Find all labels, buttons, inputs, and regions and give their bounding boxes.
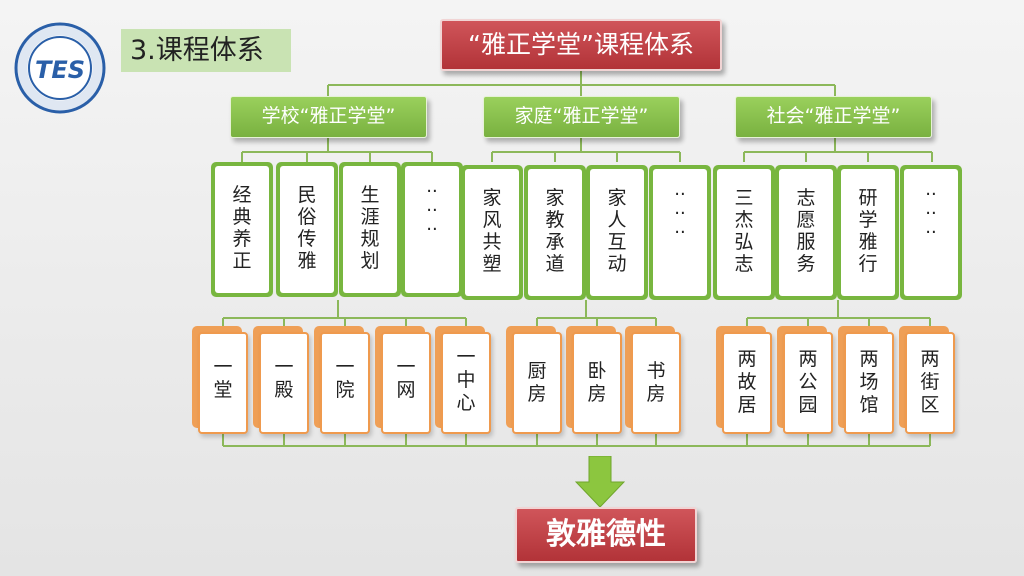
- subject-box: 民俗传雅: [276, 162, 338, 297]
- top-node: “雅正学堂”课程体系: [440, 19, 722, 71]
- subject-label: 家人互动: [607, 187, 627, 275]
- down-arrow-icon: [574, 455, 626, 512]
- category-school: 学校“雅正学堂”: [230, 96, 427, 138]
- subject-box: 经典养正: [211, 162, 273, 297]
- location-box: 厨房: [506, 326, 562, 434]
- school-logo: TES: [14, 22, 106, 118]
- location-box: 书房: [625, 326, 681, 434]
- location-label: 一网: [396, 356, 416, 401]
- location-label: 两公园: [798, 348, 818, 416]
- subject-ellipsis: ······: [426, 181, 438, 240]
- location-box: 一堂: [192, 326, 248, 434]
- subject-box: 家教承道: [524, 165, 586, 300]
- section-title: 3.课程体系: [121, 29, 291, 72]
- subject-label: 志愿服务: [796, 187, 816, 275]
- location-label: 卧房: [587, 360, 607, 405]
- location-box: 一殿: [253, 326, 309, 434]
- subject-label: 家教承道: [545, 187, 565, 275]
- logo-initials: TES: [35, 56, 85, 84]
- bottom-node: 敦雅德性: [515, 507, 697, 563]
- subject-ellipsis: ······: [925, 184, 937, 243]
- location-box: 一院: [314, 326, 370, 434]
- category-society: 社会“雅正学堂”: [735, 96, 932, 138]
- subject-label: 研学雅行: [858, 187, 878, 275]
- location-label: 一堂: [213, 356, 233, 401]
- subject-box: 家人互动: [586, 165, 648, 300]
- subject-label: 民俗传雅: [297, 184, 317, 272]
- location-label: 一院: [335, 356, 355, 401]
- location-label: 书房: [646, 360, 666, 405]
- subject-box: ······: [401, 162, 463, 297]
- location-label: 两场馆: [859, 348, 879, 416]
- location-label: 厨房: [527, 360, 547, 405]
- subject-ellipsis: ······: [674, 184, 686, 243]
- location-label: 一中心: [456, 346, 476, 414]
- subject-box: 研学雅行: [837, 165, 899, 300]
- location-box: 两公园: [777, 326, 833, 434]
- subject-box: 家风共塑: [461, 165, 523, 300]
- location-box: 两场馆: [838, 326, 894, 434]
- location-box: 一网: [375, 326, 431, 434]
- subject-box: ······: [900, 165, 962, 300]
- subject-box: 志愿服务: [775, 165, 837, 300]
- subject-box: 三杰弘志: [713, 165, 775, 300]
- location-box: 一中心: [435, 326, 491, 434]
- location-box: 卧房: [566, 326, 622, 434]
- subject-box: 生涯规划: [339, 162, 401, 297]
- subject-box: ······: [649, 165, 711, 300]
- subject-label: 生涯规划: [360, 184, 380, 272]
- location-label: 一殿: [274, 356, 294, 401]
- subject-label: 经典养正: [232, 184, 252, 272]
- location-label: 两故居: [737, 348, 757, 416]
- location-box: 两街区: [899, 326, 955, 434]
- category-family: 家庭“雅正学堂”: [483, 96, 680, 138]
- location-box: 两故居: [716, 326, 772, 434]
- subject-label: 家风共塑: [482, 187, 502, 275]
- subject-label: 三杰弘志: [734, 187, 754, 275]
- location-label: 两街区: [920, 348, 940, 416]
